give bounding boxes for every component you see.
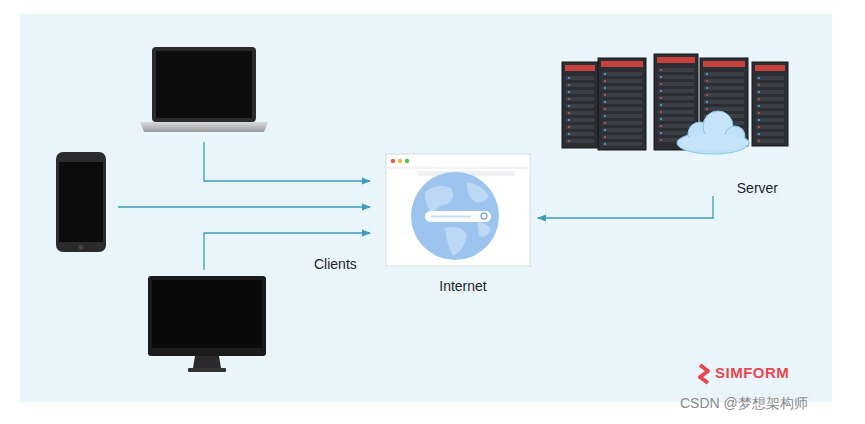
node-label: Server: [737, 180, 778, 196]
group-label: Clients: [314, 256, 357, 272]
client-arrows: [118, 142, 370, 270]
browser-window: [385, 152, 533, 270]
node-label: Internet: [439, 278, 486, 294]
monitor-icon: [148, 276, 266, 372]
server-racks: [562, 54, 788, 150]
watermark: CSDN @梦想架构师: [680, 395, 808, 413]
background-panel: [20, 14, 832, 402]
cloud-icon: [677, 111, 749, 154]
logo-text: SIMFORM: [715, 364, 789, 381]
background-dots: [20, 14, 832, 402]
laptop-icon: [140, 47, 268, 132]
connector-arrow: [538, 196, 713, 218]
internet-node: Internet: [385, 152, 533, 302]
server-node: Server: [556, 48, 792, 196]
phone-icon: [56, 152, 106, 252]
logo-mark: [700, 365, 708, 383]
